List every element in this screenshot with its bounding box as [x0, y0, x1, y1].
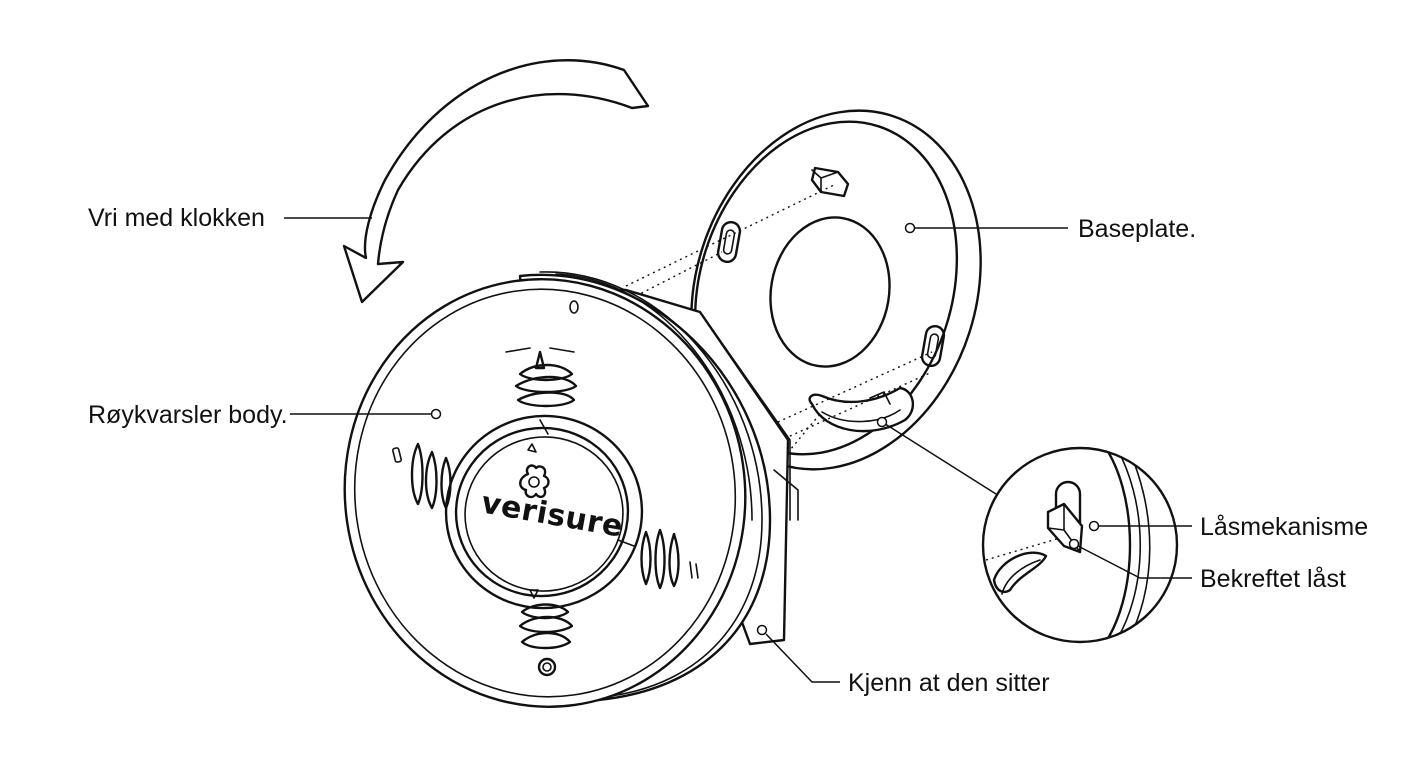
lock-detail-magnifier	[981, 446, 1179, 644]
bottom-vent	[518, 603, 574, 677]
verisure-logo-icon	[519, 464, 550, 499]
magnifier-connectors	[876, 222, 997, 495]
baseplate	[690, 109, 982, 471]
clockwise-rotation-arrow	[342, 59, 650, 304]
right-vent	[640, 528, 699, 590]
lock-mechanism-label: Låsmekanisme	[1200, 513, 1368, 541]
rotate-clockwise-label: Vri med klokken	[88, 204, 265, 232]
top-vent	[514, 350, 578, 408]
alignment-guides	[625, 183, 933, 463]
smoke-detector-body: verisure	[343, 271, 799, 708]
feel-seated-label: Kjenn at den sitter	[848, 669, 1050, 697]
detector-body-label: Røykvarsler body.	[88, 401, 288, 429]
baseplate-label: Baseplate.	[1078, 215, 1196, 243]
confirmed-locked-label: Bekreftet låst	[1200, 565, 1346, 593]
callout-leaders	[284, 217, 1192, 683]
